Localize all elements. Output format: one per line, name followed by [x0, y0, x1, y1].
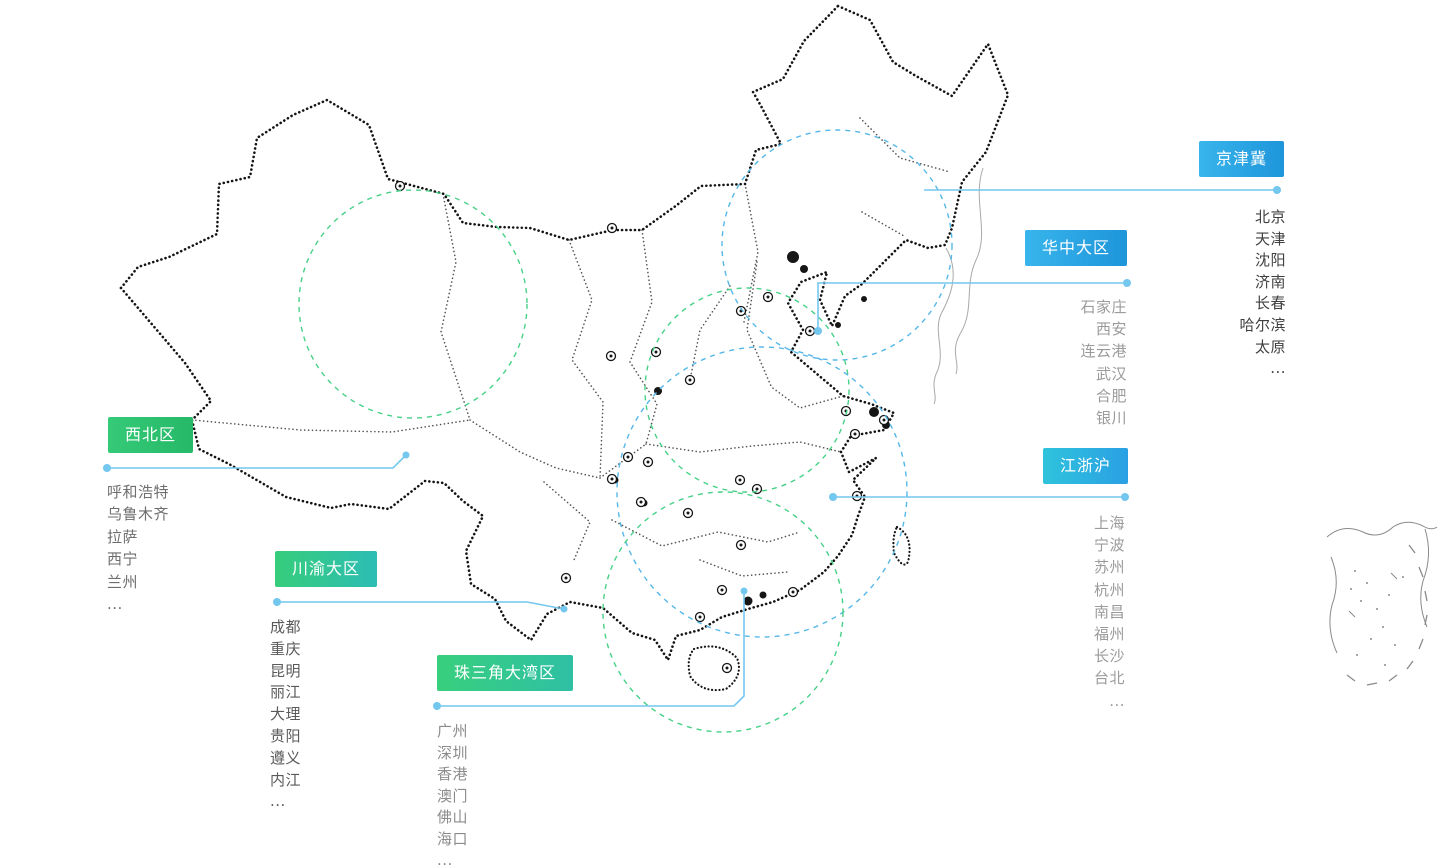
- taiwan-island: [892, 525, 911, 566]
- jingjinji-city-list: 北京 天津 沈阳 济南 长春 哈尔滨 太原 ...: [1239, 207, 1286, 380]
- xibei-city-list: 呼和浩特 乌鲁木齐 拉萨 西宁 兰州 ...: [107, 481, 169, 615]
- city-item: 福州: [1093, 625, 1125, 644]
- city-item: 广州: [437, 722, 469, 740]
- city-item: 深圳: [437, 743, 469, 762]
- huazhong-city-list: 石家庄 西安 连云港 武汉 合肥 银川: [1080, 296, 1127, 429]
- city-item: 澳门: [437, 786, 469, 805]
- region-label-xibei[interactable]: 西北区: [108, 417, 194, 453]
- city-item: 沈阳: [1254, 251, 1286, 270]
- city-item: 佛山: [437, 808, 469, 826]
- region-label-chuanyu[interactable]: 川渝大区: [275, 551, 378, 587]
- city-item: 重庆: [270, 639, 302, 658]
- city-item: 成都: [270, 618, 302, 636]
- city-item: 长春: [1254, 294, 1286, 313]
- islands: [1350, 570, 1404, 666]
- region-label-huazhong[interactable]: 华中大区: [1025, 230, 1128, 266]
- city-item: 遵义: [270, 748, 302, 767]
- city-item: 台北: [1093, 669, 1125, 688]
- connector-jiangzhehu: [829, 493, 1129, 501]
- zhusanjiao-city-list: 广州 深圳 香港 澳门 佛山 海口 ...: [437, 721, 468, 868]
- city-item: ...: [437, 851, 453, 868]
- chuanyu-city-list: 成都 重庆 昆明 丽江 大理 贵阳 遵义 内江 ...: [270, 617, 301, 813]
- south-china-sea-inset-svg: [1326, 521, 1438, 686]
- region-label-zhusanjiao[interactable]: 珠三角大湾区: [437, 655, 574, 691]
- city-item: ...: [107, 595, 123, 614]
- city-item: 呼和浩特: [107, 483, 170, 501]
- city-item: 哈尔滨: [1239, 315, 1286, 334]
- city-item: 内江: [270, 770, 302, 789]
- city-item: 北京: [1254, 208, 1286, 226]
- city-item: 上海: [1093, 514, 1125, 532]
- city-item: 海口: [437, 829, 469, 848]
- city-item: 贵阳: [270, 726, 302, 745]
- connector-huazhong: [814, 279, 1131, 335]
- circle-xibei: [298, 189, 528, 419]
- city-item: 丽江: [270, 683, 302, 702]
- city-item: ...: [270, 792, 286, 811]
- city-item: 济南: [1254, 272, 1286, 291]
- city-markers: [394, 180, 890, 674]
- circle-jiangzhehu: [616, 346, 908, 638]
- city-item: 西宁: [107, 550, 139, 569]
- city-item: ...: [1270, 359, 1286, 378]
- city-item: 武汉: [1095, 364, 1127, 383]
- connector-chuanyu: [273, 598, 568, 613]
- city-item: 宁波: [1093, 536, 1125, 555]
- nine-dash-line: [1346, 544, 1428, 686]
- connector-jingjinji: [924, 186, 1281, 194]
- city-item: 太原: [1254, 337, 1286, 356]
- city-item: 大理: [270, 705, 302, 724]
- city-item: 天津: [1254, 229, 1286, 248]
- city-item: 拉萨: [107, 527, 139, 546]
- region-label-jingjinji[interactable]: 京津冀: [1199, 141, 1285, 177]
- city-item: 香港: [437, 765, 469, 783]
- connector-zhusanjiao: [433, 587, 748, 710]
- foreign-border-sketch: [933, 167, 984, 405]
- city-item: 长沙: [1093, 647, 1125, 666]
- city-item: ...: [1109, 691, 1125, 710]
- city-item: 石家庄: [1080, 298, 1127, 316]
- region-circles: [298, 129, 953, 733]
- circle-jingjinji: [721, 129, 953, 361]
- jiangzhehu-city-list: 上海 宁波 苏州 杭州 南昌 福州 长沙 台北 ...: [1094, 512, 1125, 712]
- connector-xibei: [103, 451, 410, 472]
- south-china-sea-inset: [1325, 515, 1440, 690]
- province-borders: [191, 117, 951, 577]
- circle-huazhong: [644, 287, 850, 493]
- connectors: [103, 186, 1281, 710]
- city-item: 银川: [1095, 409, 1127, 428]
- city-item: 苏州: [1093, 558, 1125, 577]
- china-outline: [119, 4, 1010, 663]
- city-item: 西安: [1095, 320, 1127, 339]
- hainan-island: [687, 645, 741, 692]
- city-item: 南昌: [1093, 602, 1125, 621]
- city-item: 杭州: [1093, 580, 1125, 599]
- region-label-jiangzhehu[interactable]: 江浙沪: [1043, 448, 1129, 484]
- city-item: 合肥: [1095, 386, 1127, 405]
- city-item: 兰州: [107, 572, 139, 591]
- city-item: 昆明: [270, 661, 302, 680]
- city-item: 连云港: [1080, 342, 1127, 361]
- circle-zhusanjiao: [602, 491, 844, 733]
- city-item: 乌鲁木齐: [107, 505, 170, 524]
